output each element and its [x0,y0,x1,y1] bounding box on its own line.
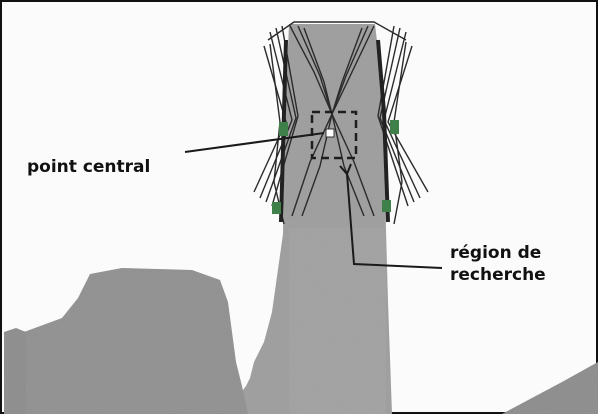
central-point-marker [326,129,334,137]
hand-silhouette [4,24,598,414]
left-edge-shape [4,328,26,414]
knuckle-shape [22,268,248,414]
central-point-label: point central [27,156,150,178]
right-edge-shape [502,362,598,414]
search-region-label-line1: région de [450,242,546,264]
search-region-label: région de recherche [450,242,546,286]
search-region-label-line2: recherche [450,264,546,286]
